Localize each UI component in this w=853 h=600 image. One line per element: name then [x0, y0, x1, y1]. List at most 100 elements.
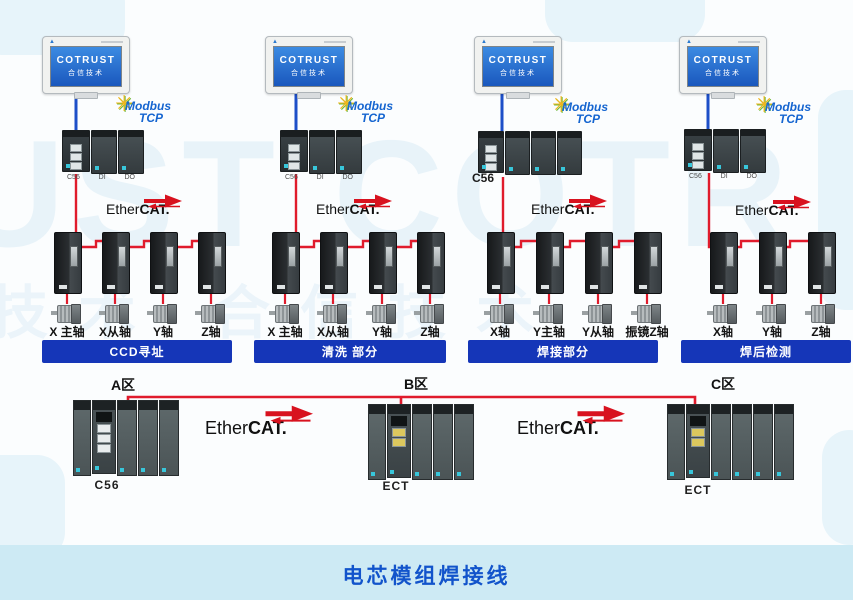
station-banner: CCD寻址: [42, 340, 232, 363]
motor-end: [776, 304, 786, 324]
ethercat-logo: EtherCAT.: [106, 194, 182, 219]
servo-motor: [631, 303, 661, 324]
plc-io-module: [309, 130, 335, 174]
ethernet-port: [692, 152, 704, 160]
plc-label: C56: [689, 173, 702, 180]
axis-label: Y轴: [371, 325, 393, 339]
servo-motor: [99, 303, 129, 324]
plc-module-labels: C56 DI DO: [62, 174, 140, 181]
bottom-title-band: 电芯模组焊接线: [0, 545, 853, 600]
axis-label: Y轴: [152, 325, 174, 339]
servo-drive: [150, 232, 178, 294]
motor-end: [71, 304, 81, 324]
axis-label: X 主轴: [267, 325, 303, 339]
hmi-model-line: [738, 41, 760, 43]
plc-rack-zone-c: [667, 404, 794, 480]
ethernet-port: [692, 161, 704, 169]
motor-shaft: [582, 311, 589, 315]
hmi-stand: [74, 92, 98, 99]
modbus-tcp-word: TCP: [779, 112, 803, 126]
hmi-screen: COTRUST 合信技术: [273, 46, 345, 87]
servo-motor: [756, 303, 786, 324]
axis-label: Z轴: [811, 325, 831, 339]
servo-drive: [759, 232, 787, 294]
motor-end: [386, 304, 396, 324]
plc-io-module: [159, 400, 179, 476]
hmi-subbrand-text: 合信技术: [68, 70, 104, 77]
zone-label: A区: [110, 377, 136, 393]
servo-drive: [272, 232, 300, 294]
modbus-splat-icon: ✳: [115, 91, 134, 116]
ethercat-word: Ether: [517, 418, 561, 438]
axis-label: X从轴: [98, 325, 132, 339]
axis-label: Y从轴: [581, 325, 615, 339]
ethercat-word: Ether: [205, 418, 249, 438]
modbus-word: Modbus: [562, 100, 608, 114]
modbus-tcp-logo: ✳ Modbus TCP: [337, 93, 403, 132]
motor-end: [602, 304, 612, 324]
plc-cpu-module: [92, 400, 116, 474]
ethercat-arrow-icon: [772, 195, 811, 211]
cotrust-logo-icon: ▲: [481, 39, 487, 45]
plc-cpu-module: [478, 131, 504, 173]
cotrust-logo-icon: ▲: [49, 39, 55, 45]
modbus-splat-icon: ✳: [337, 91, 356, 116]
ethernet-port: [70, 153, 82, 161]
hmi-stand: [711, 92, 735, 99]
plc-label: C56: [472, 171, 495, 185]
hmi-panel: ▲ COTRUST 合信技术: [42, 36, 130, 99]
motor-end: [434, 304, 444, 324]
hmi-panel: ▲ COTRUST 合信技术: [265, 36, 353, 99]
plc-io-module: [336, 130, 362, 174]
plc-rack-zone-b: [368, 404, 474, 480]
plc-rack: [280, 130, 362, 174]
hmi-screen: COTRUST 合信技术: [482, 46, 554, 87]
hmi-model-line: [324, 41, 346, 43]
motor-shaft: [756, 311, 763, 315]
plc-rack: [62, 130, 144, 174]
ethercat-word: Ether: [531, 201, 565, 217]
plc-rack: [684, 129, 766, 173]
motor-shaft: [269, 311, 276, 315]
device-label: ECT: [382, 479, 410, 493]
servo-drive: [102, 232, 130, 294]
zone-label: B区: [403, 376, 429, 392]
hmi-brand-text: COTRUST: [693, 55, 753, 66]
ethercat-arrow-icon: [353, 194, 392, 210]
ethercat-logo: EtherCAT.: [316, 194, 392, 219]
ethercat-logo: EtherCAT.: [735, 195, 811, 220]
hmi-subbrand-text: 合信技术: [291, 70, 327, 77]
motor-end: [651, 304, 661, 324]
servo-drive: [198, 232, 226, 294]
ethercat-arrow-icon: [265, 405, 313, 425]
plc-cpu-module: [387, 404, 411, 478]
axis-label: X轴: [489, 325, 511, 339]
servo-drive: [710, 232, 738, 294]
hmi-subbrand-text: 合信技术: [705, 70, 741, 77]
hmi-stand: [506, 92, 530, 99]
modbus-tcp-logo: ✳ Modbus TCP: [115, 93, 181, 132]
cotrust-logo-icon: ▲: [272, 39, 278, 45]
motor-shaft: [195, 311, 202, 315]
plc-io-module: [433, 404, 453, 480]
hmi-brand-text: COTRUST: [56, 55, 116, 66]
hmi-panel: ▲ COTRUST 合信技术: [474, 36, 562, 99]
servo-motor: [533, 303, 563, 324]
plc-io-module: [740, 129, 766, 173]
servo-motor: [317, 303, 347, 324]
servo-drive: [536, 232, 564, 294]
ethercat-word: Ether: [106, 201, 140, 217]
plc-label: DO: [342, 174, 354, 181]
watermark-text: 技术 合信技术: [0, 281, 534, 346]
plc-power-module: [368, 404, 386, 480]
motor-end: [215, 304, 225, 324]
station-banner: 清洗 部分: [254, 340, 446, 363]
ethernet-port: [692, 143, 704, 151]
servo-drive: [585, 232, 613, 294]
hmi-screen: COTRUST 合信技术: [687, 46, 759, 87]
axis-label: X 主轴: [49, 325, 85, 339]
ethernet-port: [691, 428, 705, 437]
plc-label: DO: [124, 174, 136, 181]
